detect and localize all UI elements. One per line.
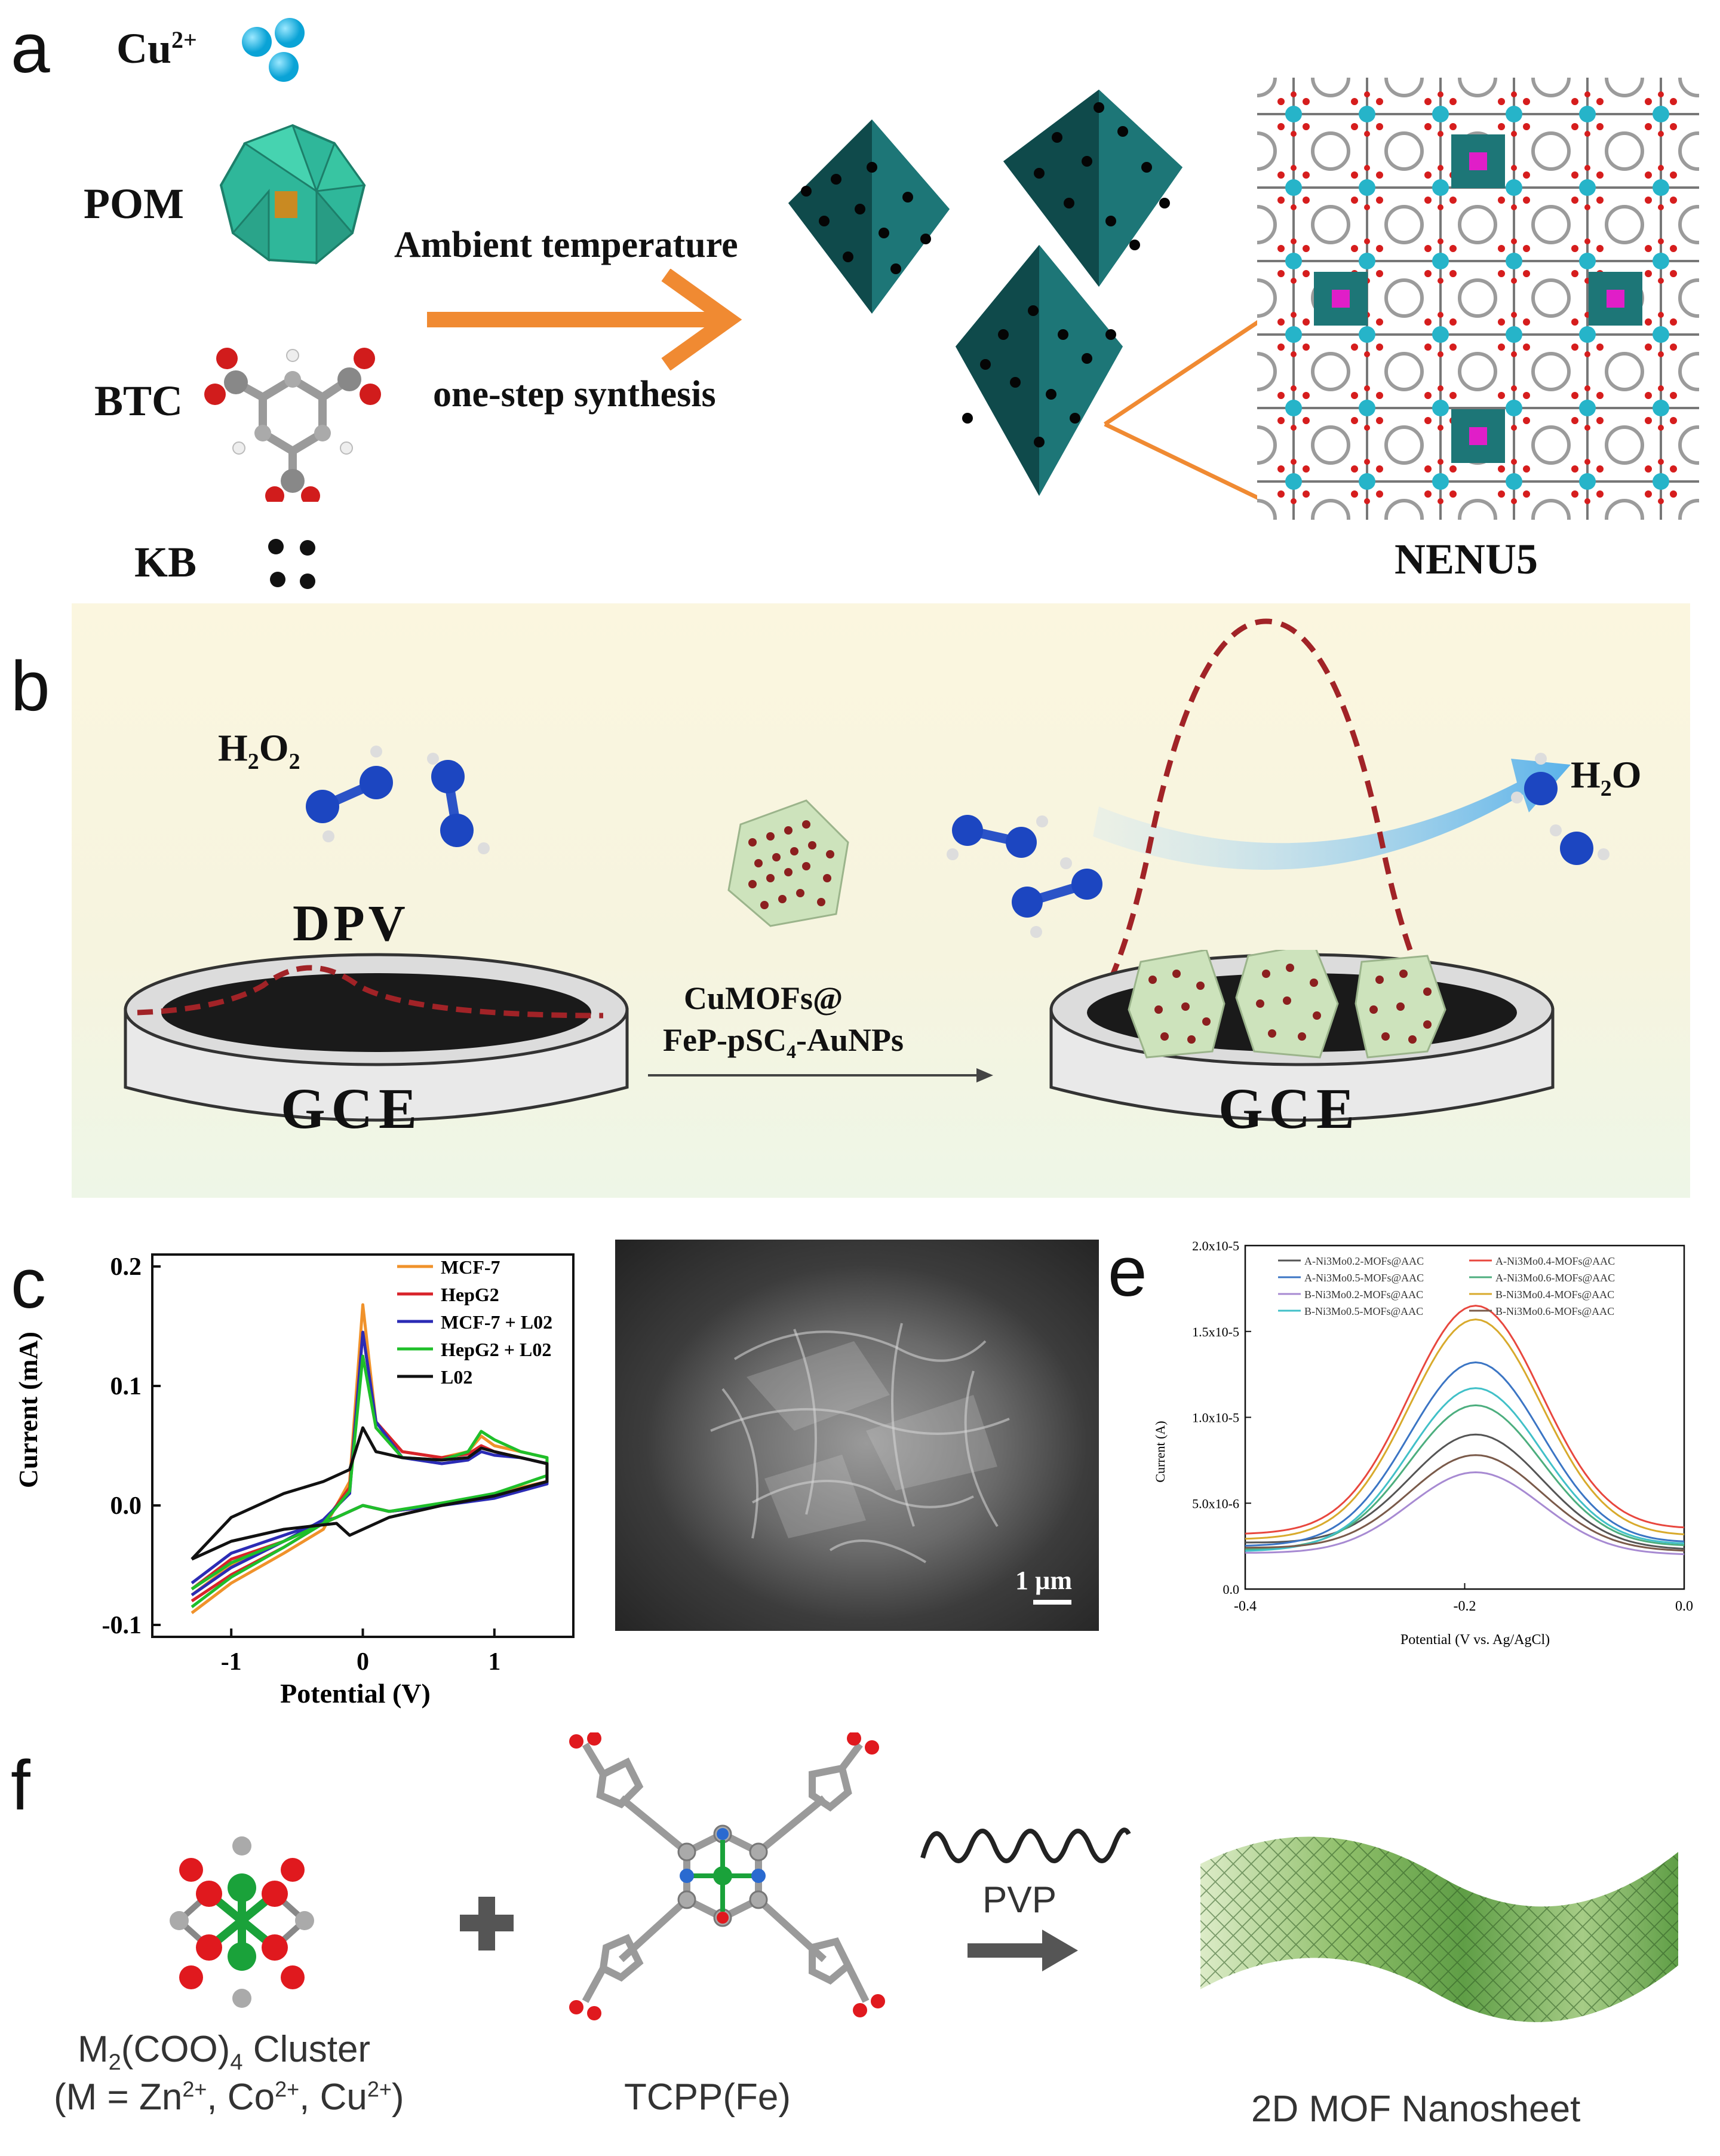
pvp-label: PVP — [982, 1879, 1057, 1921]
m2coo4-cluster-icon — [170, 1836, 314, 2008]
chart-c-legend-label: MCF-7 — [441, 1256, 500, 1278]
h2o-label: H2O — [1571, 753, 1642, 801]
kb-particles-icon — [268, 539, 315, 589]
h2o2-molecules-right-icon — [947, 815, 1102, 938]
chart-e-ytick-label: 5.0x10-6 — [1192, 1496, 1239, 1511]
mof-nanosheet-icon — [1200, 1836, 1678, 2022]
chart-c-legend-label: HepG2 — [441, 1284, 499, 1305]
arrow-bottom-label: one-step synthesis — [433, 374, 716, 415]
chart-e-legend-label: A-Ni3Mo0.4-MOFs@AAC — [1495, 1255, 1615, 1267]
nanosheet-label: 2D MOF Nanosheet — [1251, 2088, 1581, 2130]
btc-molecule-icon — [204, 348, 381, 502]
panel-letter-e: e — [1108, 1232, 1147, 1311]
h2o-molecules-icon — [1511, 753, 1610, 865]
btc-label: BTC — [94, 377, 183, 425]
panel-letter-c: c — [11, 1244, 46, 1323]
chart-e-series-line — [1245, 1454, 1685, 1552]
chart-e-legend-label: B-Ni3Mo0.2-MOFs@AAC — [1304, 1289, 1423, 1301]
tcpp-fe-icon — [569, 1732, 885, 2020]
chart-e-xtick-label: 0.0 — [1675, 1599, 1693, 1614]
chart-e-legend-label: A-Ni3Mo0.2-MOFs@AAC — [1304, 1255, 1424, 1267]
sem-flower-icon — [710, 1323, 1010, 1563]
pvp-polymer-icon — [920, 1827, 1131, 1863]
chart-e-ytick-label: 2.0x10-5 — [1192, 1238, 1239, 1253]
cu-charge: 2+ — [171, 26, 197, 53]
chart-e-xtick-label: -0.4 — [1234, 1599, 1257, 1614]
chart-c-ytick-label: 0.0 — [110, 1492, 142, 1520]
arrow-b-line1: CuMOFs@ — [684, 980, 843, 1016]
gce-right-label: GCE — [1218, 1077, 1361, 1140]
panel-letter-a: a — [11, 9, 50, 88]
chart-c-ylabel: Current (mA) — [14, 1332, 43, 1488]
chart-e-legend-label: A-Ni3Mo0.5-MOFs@AAC — [1304, 1272, 1424, 1284]
cumof-crystal-icon — [727, 799, 849, 927]
chart-c-series-line — [191, 1426, 549, 1561]
chart-c-xtick-label: -1 — [221, 1648, 242, 1676]
chart-c-ytick-label: -0.1 — [102, 1612, 142, 1639]
chart-e-series-line — [1245, 1387, 1685, 1552]
pom-cluster-icon — [219, 124, 366, 265]
cluster-sub-label: (M = Zn2+, Co2+, Cu2+) — [54, 2077, 404, 2118]
cu-text: Cu — [116, 24, 172, 72]
synthesis-arrow-icon — [427, 269, 742, 370]
chart-e-series-line — [1245, 1361, 1685, 1547]
gce-left-label: GCE — [281, 1077, 423, 1140]
chart-e-series-line — [1245, 1433, 1685, 1550]
chart-e: Current (A) Potential (V vs. Ag/AgCl) -0… — [1153, 1238, 1693, 1648]
h2o2-label: H2O2 — [218, 726, 300, 774]
sem-image — [615, 1240, 1099, 1631]
chart-e-xtick-label: -0.2 — [1454, 1599, 1476, 1614]
chart-e-legend-label: A-Ni3Mo0.6-MOFs@AAC — [1495, 1272, 1615, 1284]
nenu5-framework-icon — [1257, 78, 1699, 520]
nenu5-label: NENU5 — [1395, 535, 1538, 583]
chart-c-xtick-label: 0 — [357, 1648, 369, 1676]
panel-letter-b: b — [11, 647, 50, 726]
chart-e-ytick-label: 1.0x10-5 — [1192, 1410, 1239, 1425]
nenu5-octahedra-icon — [788, 90, 1266, 504]
chart-e-ytick-label: 0.0 — [1223, 1582, 1240, 1597]
pom-label: POM — [84, 180, 184, 228]
arrow-b-line2: FeP-pSC4-AuNPs — [663, 1022, 904, 1062]
plus-icon-vertical — [478, 1897, 495, 1950]
kb-label: KB — [134, 538, 197, 586]
chart-c-ytick-label: 0.2 — [110, 1253, 142, 1281]
gce-electrode-right-icon — [1049, 950, 1555, 1122]
linker-label: TCPP(Fe) — [624, 2077, 791, 2118]
reaction-arrow-icon — [648, 1068, 993, 1082]
chart-c-series-line — [191, 1354, 549, 1608]
chart-c-ytick-label: 0.1 — [110, 1373, 142, 1400]
chart-c-xtick-label: 1 — [488, 1648, 500, 1676]
chart-e-ylabel: Current (A) — [1153, 1421, 1168, 1482]
chart-c-xlabel: Potential (V) — [280, 1678, 431, 1709]
dpv-label: DPV — [293, 894, 409, 952]
scale-bar-label: 1 µm — [1015, 1566, 1073, 1595]
panel-letter-f: f — [11, 1746, 30, 1825]
arrow-f-icon — [968, 1930, 1078, 1971]
chart-e-legend-label: B-Ni3Mo0.4-MOFs@AAC — [1495, 1289, 1614, 1301]
gce-electrode-left-icon — [124, 953, 629, 1122]
chart-c: Current (mA) Potential (V) -1 0 1 -0.1 0.0 0.… — [14, 1253, 575, 1709]
chart-c-legend-label: MCF-7 + L02 — [441, 1311, 552, 1333]
cu-ions-icon — [242, 18, 305, 82]
chart-c-legend-label: L02 — [441, 1366, 472, 1388]
scale-bar — [1033, 1600, 1071, 1605]
chart-e-ytick-label: 1.5x10-5 — [1192, 1324, 1239, 1339]
chart-e-xlabel: Potential (V vs. Ag/AgCl) — [1400, 1632, 1550, 1648]
arrow-top-label: Ambient temperature — [394, 225, 738, 265]
chart-e-series-line — [1245, 1318, 1685, 1540]
cluster-label: M2(COO)4 Cluster — [78, 2029, 371, 2075]
cu-label: Cu2+ — [116, 24, 197, 73]
chart-e-series-line — [1245, 1404, 1685, 1550]
chart-e-legend-label: B-Ni3Mo0.5-MOFs@AAC — [1304, 1305, 1423, 1317]
h2o2-molecules-icon — [306, 746, 490, 854]
dpv-peak-icon — [1062, 618, 1571, 1042]
chart-e-legend-label: B-Ni3Mo0.6-MOFs@AAC — [1495, 1305, 1614, 1317]
chart-e-series-line — [1245, 1471, 1685, 1556]
chart-e-series-line — [1245, 1305, 1685, 1535]
chart-c-legend-label: HepG2 + L02 — [441, 1339, 551, 1360]
